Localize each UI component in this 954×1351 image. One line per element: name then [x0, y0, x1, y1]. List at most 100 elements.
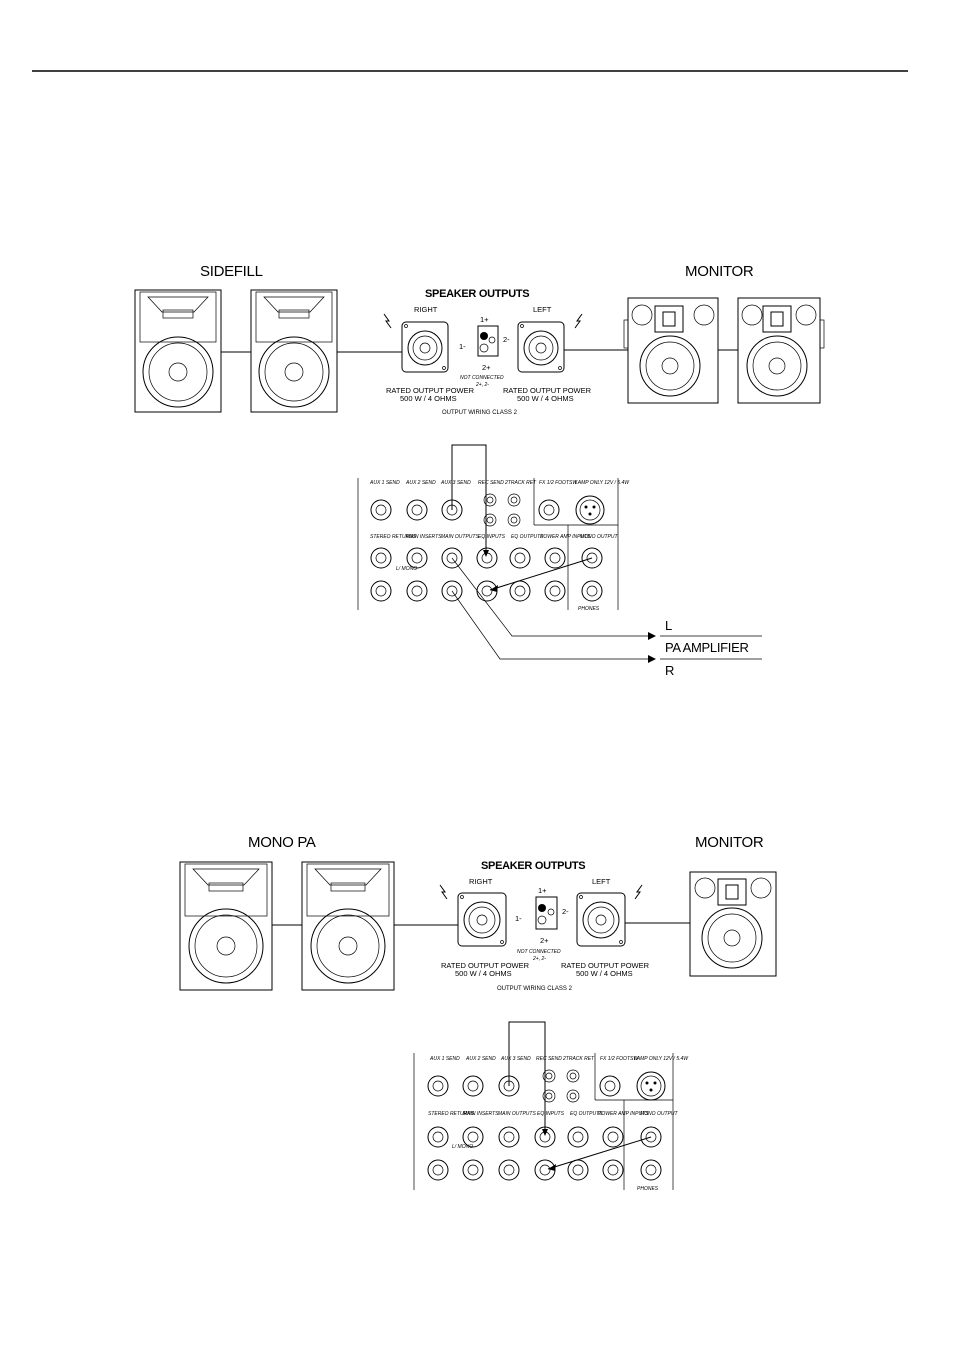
jack	[462, 1075, 484, 1097]
jack	[509, 547, 531, 569]
svg-text:OUTPUT WIRING CLASS 2: OUTPUT WIRING CLASS 2	[442, 410, 518, 416]
mono-pa-label: MONO PA	[248, 834, 316, 851]
xlr-lamp-jack	[636, 1071, 666, 1101]
sidefill-speaker-1	[134, 289, 222, 413]
svg-text:L: L	[665, 618, 672, 633]
jack	[498, 1126, 520, 1148]
jack	[370, 499, 392, 521]
cable-aux-to-eq	[451, 444, 489, 557]
svg-text:1+: 1+	[538, 886, 547, 895]
jack	[599, 1075, 621, 1097]
jack	[581, 547, 603, 569]
jack	[370, 580, 392, 602]
svg-text:1-: 1-	[459, 342, 466, 351]
jack	[602, 1159, 624, 1181]
svg-text:STEREO RETURNS: STEREO RETURNS	[370, 534, 417, 540]
svg-text:FX 1/2 FOOTSW: FX 1/2 FOOTSW	[600, 1056, 639, 1062]
svg-text:2TRACK RET: 2TRACK RET	[504, 480, 537, 486]
jack	[581, 580, 603, 602]
pa-amplifier: L PA AMPLIFIER R	[660, 618, 762, 678]
svg-text:LAMP ONLY 12V / 5.4W: LAMP ONLY 12V / 5.4W	[575, 480, 630, 486]
jack	[567, 1126, 589, 1148]
svg-text:L/ MONO: L/ MONO	[396, 566, 417, 572]
right-speakon-jack	[457, 892, 507, 947]
mixer-mid-labels: STEREO RETURNS MAIN INSERTS MAIN OUTPUTS…	[370, 534, 618, 540]
svg-text:RIGHT: RIGHT	[469, 877, 493, 886]
svg-text:1-: 1-	[515, 914, 522, 923]
diagram-sidefill-monitor: SIDEFILL MONITOR SPEAKER OUTPUTS RIGHT	[134, 263, 825, 678]
svg-text:500 W / 4 OHMS: 500 W / 4 OHMS	[576, 969, 633, 978]
svg-text:PHONES: PHONES	[637, 1186, 659, 1192]
svg-text:LEFT: LEFT	[592, 877, 611, 886]
svg-text:POWER AMP INPUTS: POWER AMP INPUTS	[598, 1111, 649, 1117]
svg-text:500 W / 4 OHMS: 500 W / 4 OHMS	[517, 394, 574, 403]
jack	[498, 1159, 520, 1181]
jack	[509, 580, 531, 602]
sidefill-label: SIDEFILL	[200, 263, 263, 280]
right-speakon-jack	[401, 321, 449, 373]
svg-text:OUTPUT WIRING CLASS 2: OUTPUT WIRING CLASS 2	[497, 986, 573, 992]
jack	[538, 499, 560, 521]
svg-text:AUX 1 SEND: AUX 1 SEND	[429, 1056, 460, 1062]
diagram-mono-pa-monitor: MONO PA MONITOR SPEAKER OUTPUTS RIGHT LE…	[179, 834, 777, 1192]
svg-text:EQ INPUTS: EQ INPUTS	[478, 534, 506, 540]
svg-text:RATED OUTPUT POWER: RATED OUTPUT POWER	[386, 386, 475, 395]
jack	[441, 547, 463, 569]
mixer-rear-panel: AUX 1 SEND AUX 2 SEND AUX 3 SEND REC SEN…	[357, 478, 630, 612]
svg-text:AUX 3 SEND: AUX 3 SEND	[500, 1056, 531, 1062]
speaker-outputs-title: SPEAKER OUTPUTS	[425, 288, 529, 300]
svg-text:MAIN INSERTS: MAIN INSERTS	[463, 1111, 499, 1117]
speaker-outputs-panel: SPEAKER OUTPUTS RIGHT LEFT 1+ 1- 2	[383, 288, 592, 416]
left-speakon-jack	[576, 892, 626, 947]
svg-text:2-: 2-	[562, 907, 569, 916]
svg-text:PA AMPLIFIER: PA AMPLIFIER	[665, 640, 749, 655]
jack	[406, 580, 428, 602]
pin-diagram: 1+ 1- 2- 2+ NOT CONNECTED 2+, 2-	[459, 315, 510, 388]
jack	[427, 1126, 449, 1148]
cable-mono-to-eq	[547, 1136, 652, 1171]
xlr-lamp-jack	[575, 495, 605, 525]
svg-text:AUX 2 SEND: AUX 2 SEND	[405, 480, 436, 486]
cable-main-outputs-to-amp	[451, 557, 656, 663]
svg-text:SPEAKER OUTPUTS: SPEAKER OUTPUTS	[481, 860, 585, 872]
svg-text:MAIN OUTPUTS: MAIN OUTPUTS	[498, 1111, 536, 1117]
svg-text:2TRACK RET: 2TRACK RET	[562, 1056, 595, 1062]
svg-text:EQ INPUTS: EQ INPUTS	[537, 1111, 565, 1117]
right-output-label: RIGHT	[414, 305, 438, 314]
lightning-icon	[574, 313, 583, 329]
jack	[567, 1159, 589, 1181]
jack	[427, 1075, 449, 1097]
jack	[406, 499, 428, 521]
lightning-icon	[383, 313, 392, 329]
svg-text:EQ OUTPUTS: EQ OUTPUTS	[570, 1111, 603, 1117]
svg-text:REC SEND: REC SEND	[478, 480, 504, 486]
jack	[441, 580, 463, 602]
svg-text:MAIN INSERTS: MAIN INSERTS	[406, 534, 442, 540]
jack	[544, 547, 566, 569]
svg-text:MONO OUTPUT: MONO OUTPUT	[580, 534, 618, 540]
pin-diagram: 1+ 1- 2- 2+ NOT CONNECTED 2+, 2-	[515, 886, 569, 962]
svg-text:REC SEND: REC SEND	[536, 1056, 562, 1062]
svg-text:2+: 2+	[482, 363, 491, 372]
svg-text:R: R	[665, 663, 674, 678]
svg-text:AUX 3 SEND: AUX 3 SEND	[440, 480, 471, 486]
mixer-mid-labels: STEREO RETURNS MAIN INSERTS MAIN OUTPUTS…	[428, 1111, 678, 1117]
jack	[406, 547, 428, 569]
lightning-icon	[634, 884, 643, 900]
rca-jacks	[542, 1069, 580, 1103]
svg-text:2+: 2+	[540, 936, 549, 945]
svg-text:EQ OUTPUTS: EQ OUTPUTS	[511, 534, 544, 540]
svg-text:RATED OUTPUT POWER: RATED OUTPUT POWER	[561, 961, 650, 970]
svg-text:AUX 1 SEND: AUX 1 SEND	[369, 480, 400, 486]
sidefill-speaker-2	[250, 289, 338, 413]
jack	[640, 1159, 662, 1181]
cable-aux-to-eq	[508, 1021, 548, 1136]
svg-text:L/ MONO: L/ MONO	[452, 1144, 473, 1150]
monitor-speaker-1	[623, 297, 719, 404]
svg-text:2-: 2-	[503, 335, 510, 344]
monitor-label: MONITOR	[685, 263, 754, 280]
monitor-speaker	[689, 871, 777, 977]
left-speakon-jack	[517, 321, 565, 373]
svg-text:AUX 2 SEND: AUX 2 SEND	[465, 1056, 496, 1062]
